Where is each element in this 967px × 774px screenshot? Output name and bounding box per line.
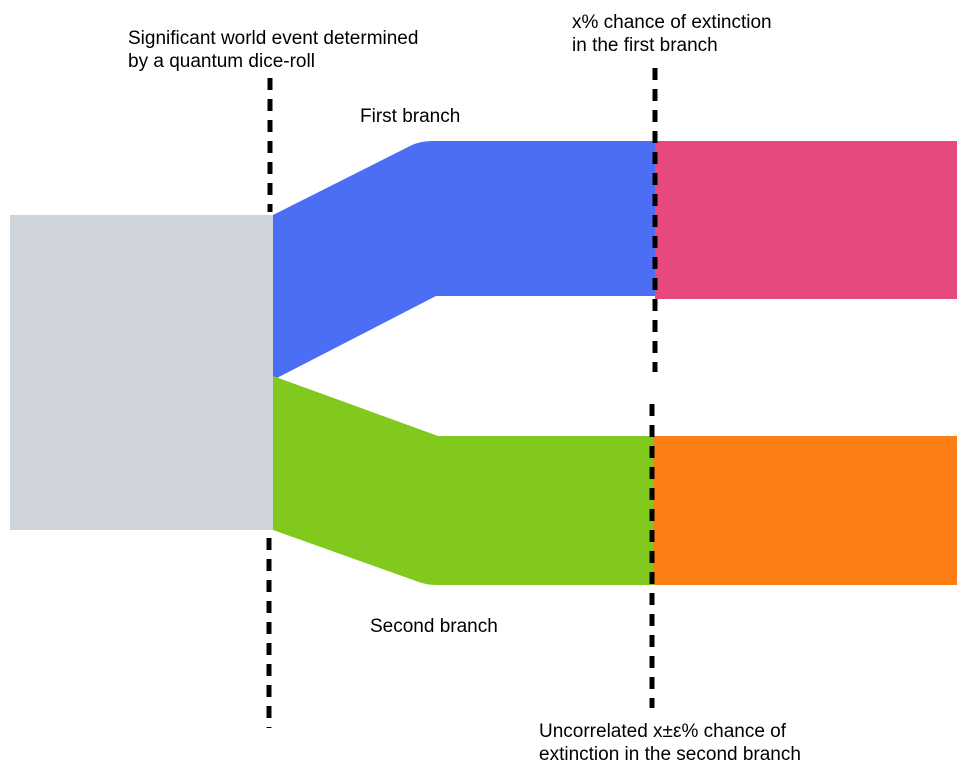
second-extinction-label-line1: Uncorrelated x±ε% chance of — [539, 721, 787, 742]
trunk-block — [10, 215, 274, 530]
second-extinction-block — [653, 436, 957, 585]
first-branch-block — [273, 141, 655, 380]
first-extinction-label-line2: in the first branch — [572, 35, 718, 56]
second-branch-label: Second branch — [370, 616, 498, 637]
second-extinction-label-line2: extinction in the second branch — [539, 744, 801, 765]
event-label-line1: Significant world event determined — [128, 28, 418, 49]
first-branch-label: First branch — [360, 106, 460, 127]
second-branch-block — [273, 376, 653, 585]
event-label-line2: by a quantum dice-roll — [128, 51, 315, 72]
first-extinction-block — [655, 141, 957, 299]
first-extinction-label-line1: x% chance of extinction — [572, 12, 772, 33]
